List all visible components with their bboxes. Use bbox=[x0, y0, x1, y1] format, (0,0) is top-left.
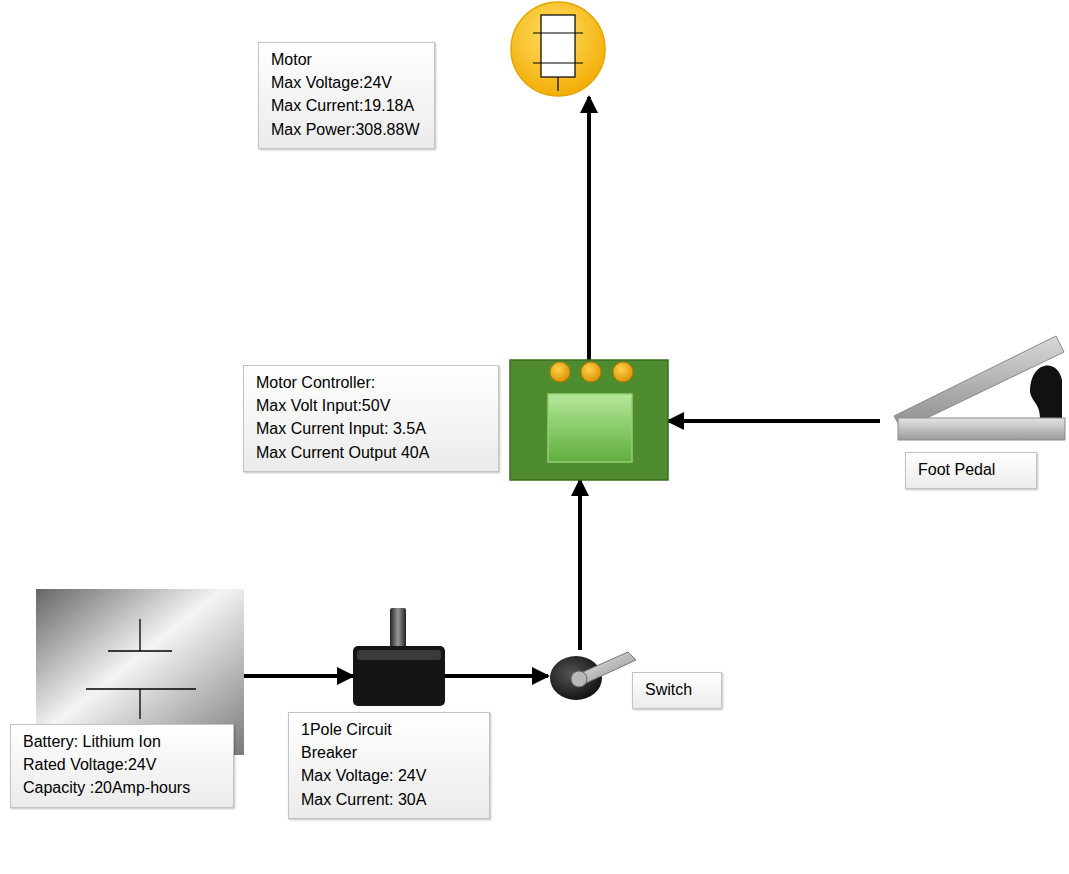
icon-part bbox=[898, 418, 1065, 440]
spec-label-box: 1Pole Circuit BreakerMax Voltage: 24VMax… bbox=[288, 712, 490, 819]
icon-part bbox=[86, 688, 196, 689]
component-name: Motor bbox=[271, 48, 422, 71]
spec-line: Max Current:19.18A bbox=[271, 94, 422, 117]
icon-part bbox=[533, 62, 583, 63]
spec-line: Max Power:308.88W bbox=[271, 118, 422, 141]
icon-part bbox=[1030, 365, 1062, 418]
component-node: 1Pole Circuit BreakerMax Voltage: 24VMax… bbox=[353, 600, 445, 710]
power-arrow bbox=[587, 97, 591, 360]
icon-part bbox=[541, 15, 575, 77]
spec-label-box: Foot Pedal bbox=[905, 452, 1037, 489]
icon-part bbox=[557, 77, 558, 91]
power-arrow bbox=[668, 419, 880, 423]
motor-icon bbox=[510, 1, 606, 97]
icon-part bbox=[108, 650, 172, 651]
spec-label-box: Switch bbox=[632, 672, 722, 709]
controller-board bbox=[510, 360, 668, 480]
component-name: 1Pole Circuit Breaker bbox=[301, 718, 451, 764]
component-node: Foot Pedal bbox=[880, 330, 1065, 442]
circuit-breaker bbox=[353, 600, 445, 710]
spec-label-box: MotorMax Voltage:24VMax Current:19.18AMa… bbox=[258, 42, 435, 149]
icon-part bbox=[357, 650, 441, 660]
component-name: Foot Pedal bbox=[918, 458, 1024, 481]
spec-line: Max Voltage:24V bbox=[271, 71, 422, 94]
power-arrow bbox=[578, 480, 582, 650]
toggle-switch bbox=[548, 650, 640, 710]
power-arrow bbox=[445, 674, 548, 678]
icon-part bbox=[139, 619, 140, 651]
icon-part bbox=[550, 362, 570, 382]
spec-line: Max Current: 30A bbox=[301, 788, 477, 811]
component-node: MotorMax Voltage:24VMax Current:19.18AMa… bbox=[510, 1, 606, 97]
icon-part bbox=[511, 2, 605, 96]
spec-line: Max Volt Input:50V bbox=[256, 394, 486, 417]
spec-line: Capacity :20Amp-hours bbox=[23, 776, 221, 799]
foot-pedal bbox=[880, 330, 1065, 442]
spec-label-box: Battery: Lithium IonRated Voltage:24VCap… bbox=[10, 724, 234, 808]
component-node: Motor Controller:Max Volt Input:50VMax C… bbox=[510, 360, 668, 480]
component-name: Battery: Lithium Ion bbox=[23, 730, 221, 753]
icon-part bbox=[548, 394, 632, 462]
icon-part bbox=[353, 646, 445, 706]
icon-part bbox=[390, 608, 406, 650]
icon-part bbox=[510, 360, 668, 480]
component-node: Switch bbox=[548, 650, 640, 710]
icon-part bbox=[613, 362, 633, 382]
component-name: Switch bbox=[645, 678, 709, 701]
icon-part bbox=[571, 671, 587, 687]
spec-line: Rated Voltage:24V bbox=[23, 753, 221, 776]
spec-line: Max Voltage: 24V bbox=[301, 764, 477, 787]
icon-part bbox=[894, 336, 1064, 430]
icon-part bbox=[139, 689, 140, 719]
component-name: Motor Controller: bbox=[256, 371, 486, 394]
spec-line: Max Current Output 40A bbox=[256, 441, 486, 464]
icon-part bbox=[533, 32, 583, 33]
spec-line: Max Current Input: 3.5A bbox=[256, 417, 486, 440]
icon-part bbox=[581, 362, 601, 382]
power-arrow bbox=[244, 674, 353, 678]
spec-label-box: Motor Controller:Max Volt Input:50VMax C… bbox=[243, 365, 499, 472]
component-node: Battery: Lithium IonRated Voltage:24VCap… bbox=[36, 589, 244, 755]
